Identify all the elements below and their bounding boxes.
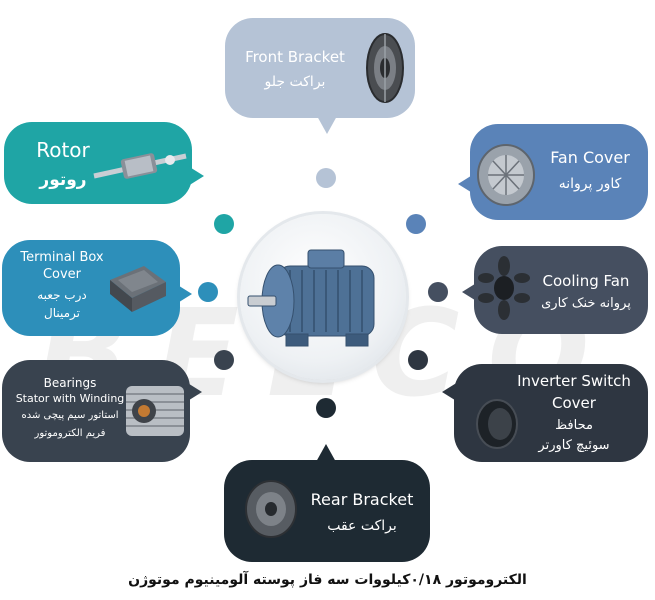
- rear-bracket-label-fa: براکت عقب: [327, 518, 397, 534]
- terminal-box-label-fa-line1: درب جعبه: [37, 288, 87, 302]
- cooling-fan-label-fa: پروانه خنک کاری: [541, 296, 631, 311]
- inverter-switch-bubble[interactable]: Inverter Switch Cover محافظ سوئیچ کاورتر: [442, 364, 648, 462]
- bubble-tail: [186, 382, 202, 402]
- connector-dot-lower-right: [408, 350, 428, 370]
- terminal-box-label-fa-line2: ترمینال: [43, 306, 80, 320]
- inverter-switch-image: [472, 396, 522, 452]
- connector-dot-top: [316, 168, 336, 188]
- front-bracket-label-fa: براکت جلو: [264, 74, 326, 90]
- inverter-switch-label-fa-line2: سوئیچ کاورتر: [538, 438, 610, 453]
- connector-dot-bottom: [316, 398, 336, 418]
- front-bracket-label: Front Bracket: [245, 48, 345, 66]
- bubble-tail: [176, 284, 192, 304]
- connector-dot-upper-left: [214, 214, 234, 234]
- bubble-tail: [442, 382, 458, 402]
- motor-image: [240, 214, 406, 380]
- cooling-fan-label: Cooling Fan: [542, 272, 630, 290]
- rear-bracket-label: Rear Bracket: [310, 490, 414, 509]
- bubble-tail: [462, 282, 478, 302]
- fan-cover-label-fa: کاور پروانه: [558, 176, 622, 192]
- connector-dot-mid-left: [198, 282, 218, 302]
- bubble-tail: [317, 116, 337, 134]
- inverter-switch-label-line2: Cover: [552, 394, 596, 412]
- bubble-tail: [188, 166, 204, 186]
- front-bracket-image: [362, 30, 408, 106]
- caption: الکتروموتور ۰/۱۸کیلووات سه فاز پوسته آلو…: [128, 572, 527, 588]
- terminal-box-label-line1: Terminal Box: [20, 250, 104, 265]
- terminal-box-image: [104, 262, 170, 316]
- fan-cover-image: [474, 142, 538, 208]
- inverter-switch-label-fa-line1: محافظ: [555, 418, 593, 433]
- connector-dot-mid-right: [428, 282, 448, 302]
- rotor-label: Rotor: [36, 138, 90, 162]
- bubble-tail: [458, 174, 474, 194]
- bearings-label-fa-line2: فریم الکتروموتور: [34, 428, 106, 439]
- inverter-switch-label-line1: Inverter Switch: [517, 372, 631, 390]
- rotor-label-fa: روتور: [39, 170, 87, 190]
- bearings-label-fa-line1: استاتور سیم پیچی شده: [21, 410, 119, 421]
- bubble-tail: [316, 444, 336, 462]
- cooling-fan-image: [478, 256, 530, 320]
- fan-cover-label: Fan Cover: [550, 148, 630, 167]
- bearings-label-line2: Stator with Winding: [15, 392, 125, 405]
- connector-dot-lower-left: [214, 350, 234, 370]
- bearings-label-line1: Bearings: [43, 376, 97, 390]
- terminal-box-label-line2: Cover: [42, 267, 82, 282]
- connector-dot-upper-right: [406, 214, 426, 234]
- stator-image: [122, 380, 188, 442]
- rotor-image: [92, 146, 188, 188]
- rear-bracket-image: [242, 476, 300, 542]
